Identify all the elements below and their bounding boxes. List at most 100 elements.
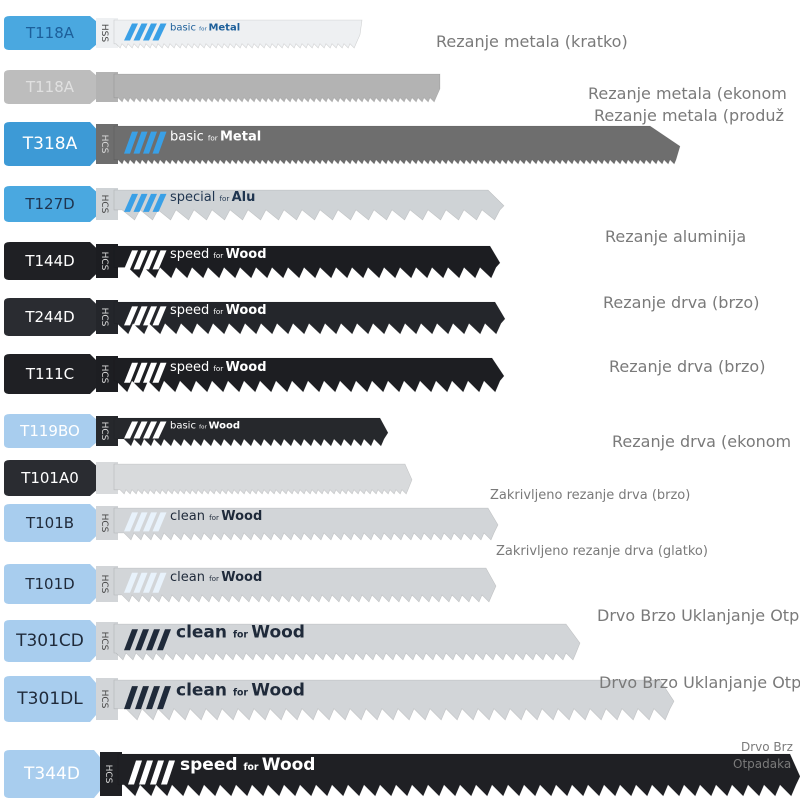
caption-metal-extended: Rezanje metala (produž [594, 106, 784, 125]
caption-wood-economy: Rezanje drva (ekonom [612, 432, 792, 451]
blade-material-label: HSS [99, 24, 109, 42]
blade-code-label: T101A0 [20, 469, 79, 487]
brand-stripe-icon [124, 572, 167, 593]
brand-name: special for Alu [170, 190, 255, 205]
blade-neck [96, 506, 118, 540]
blade-shank [4, 414, 100, 448]
caption-wood-fast-1: Rezanje drva (brzo) [603, 293, 760, 312]
blade-material-label: HCS [99, 422, 109, 441]
brand-stripe-icon [124, 512, 167, 532]
brand-name: basic for Metal [170, 129, 261, 144]
blade-code-label: T118A [25, 78, 75, 96]
blade-neck [96, 356, 118, 392]
blade-shank [4, 676, 100, 722]
caption-curved-wood-fast: Zakrivljeno rezanje drva (brzo) [490, 488, 691, 503]
blade-body [113, 73, 441, 103]
blade-shank [4, 122, 100, 166]
blade-neck [96, 244, 118, 278]
blade-material-label: HCS [99, 690, 109, 709]
caption-aluminium: Rezanje aluminija [605, 227, 747, 246]
blade-body [117, 753, 800, 797]
brand-name: basic for Wood [170, 420, 240, 431]
blade-12: T301DL HCS clean for Wood [4, 676, 675, 722]
blade-shank [4, 354, 100, 394]
blade-8: T101A0 [4, 460, 413, 496]
brand-name: clean for Wood [176, 623, 305, 643]
blade-1: T118A [4, 70, 441, 104]
blade-body [113, 125, 681, 165]
blade-neck [96, 678, 118, 720]
blade-10: T101D HCS clean for Wood [4, 564, 497, 604]
brand-stripe-icon [124, 193, 167, 212]
blade-body [113, 623, 581, 661]
blade-body [113, 507, 499, 541]
blade-3: T127D HCS special for Alu [4, 186, 505, 222]
blade-shank [4, 16, 100, 50]
blade-code-label: T119BO [19, 422, 80, 440]
blade-neck [96, 188, 118, 220]
blade-material-label: HCS [99, 575, 109, 594]
blade-code-label: T344D [23, 764, 80, 784]
blade-code-label: T101D [24, 575, 74, 593]
blade-shank [4, 504, 100, 542]
blade-body [113, 357, 505, 393]
blade-code-label: T127D [24, 195, 74, 213]
brand-stripe-icon [124, 23, 167, 41]
caption-wood-rapid-removal-2: Drvo Brzo Uklanjanje Otpa [599, 673, 800, 692]
brand-stripe-icon [124, 629, 171, 651]
blade-neck [100, 752, 122, 796]
blade-neck [96, 622, 118, 660]
caption-wood-rapid-removal-1: Drvo Brzo Uklanjanje Otp [597, 606, 800, 625]
brand-name: speed for Wood [170, 247, 267, 262]
brand-stripe-icon [124, 686, 171, 710]
blade-body [113, 463, 413, 495]
blade-code-label: T118A [25, 24, 75, 42]
brand-stripe-icon [128, 760, 175, 785]
blade-shank [4, 460, 100, 496]
brand-name: clean for Wood [176, 680, 305, 700]
blade-shank [4, 564, 100, 604]
blade-material-label: HCS [99, 632, 109, 651]
caption-wood-rapid-3: Drvo Brz [741, 740, 793, 754]
blade-material-label: HCS [99, 514, 109, 533]
brand-stripe-icon [124, 362, 167, 383]
blade-material-label: HCS [103, 765, 113, 784]
blade-shank [4, 186, 100, 222]
blade-shank [4, 70, 100, 104]
brand-stripe-icon [124, 250, 167, 270]
blade-neck [96, 18, 118, 48]
blade-material-label: HCS [99, 252, 109, 271]
blade-body [113, 19, 363, 49]
caption-curved-wood-smooth: Zakrivljeno rezanje drva (glatko) [496, 544, 708, 559]
blade-material-label: HCS [99, 308, 109, 327]
blade-material-label: HCS [99, 195, 109, 214]
caption-scrap: Otpadaka [733, 757, 792, 771]
brand-name: speed for Wood [170, 360, 267, 375]
blade-neck [96, 72, 118, 102]
blade-shank [4, 750, 104, 798]
blade-shank [4, 242, 100, 280]
caption-metal-economy: Rezanje metala (ekonom [588, 84, 787, 103]
brand-name: clean for Wood [170, 570, 262, 585]
blade-shank [4, 620, 100, 662]
blade-code-label: T101B [25, 514, 74, 532]
blade-shank [4, 298, 100, 336]
brand-stripe-icon [124, 131, 167, 154]
blade-material-label: HCS [99, 365, 109, 384]
blade-body [113, 189, 505, 221]
blade-7: T119BO HCS basic for Wood [4, 414, 389, 448]
blade-neck [96, 416, 118, 446]
brand-stripe-icon [124, 306, 167, 326]
blade-code-label: T301DL [16, 689, 83, 709]
brand-name: speed for Wood [180, 755, 315, 775]
brand-name: speed for Wood [170, 303, 267, 318]
blade-neck [96, 124, 118, 164]
caption-wood-fast-2: Rezanje drva (brzo) [609, 357, 766, 376]
blade-13: T344D HCS speed for Wood [4, 750, 800, 798]
